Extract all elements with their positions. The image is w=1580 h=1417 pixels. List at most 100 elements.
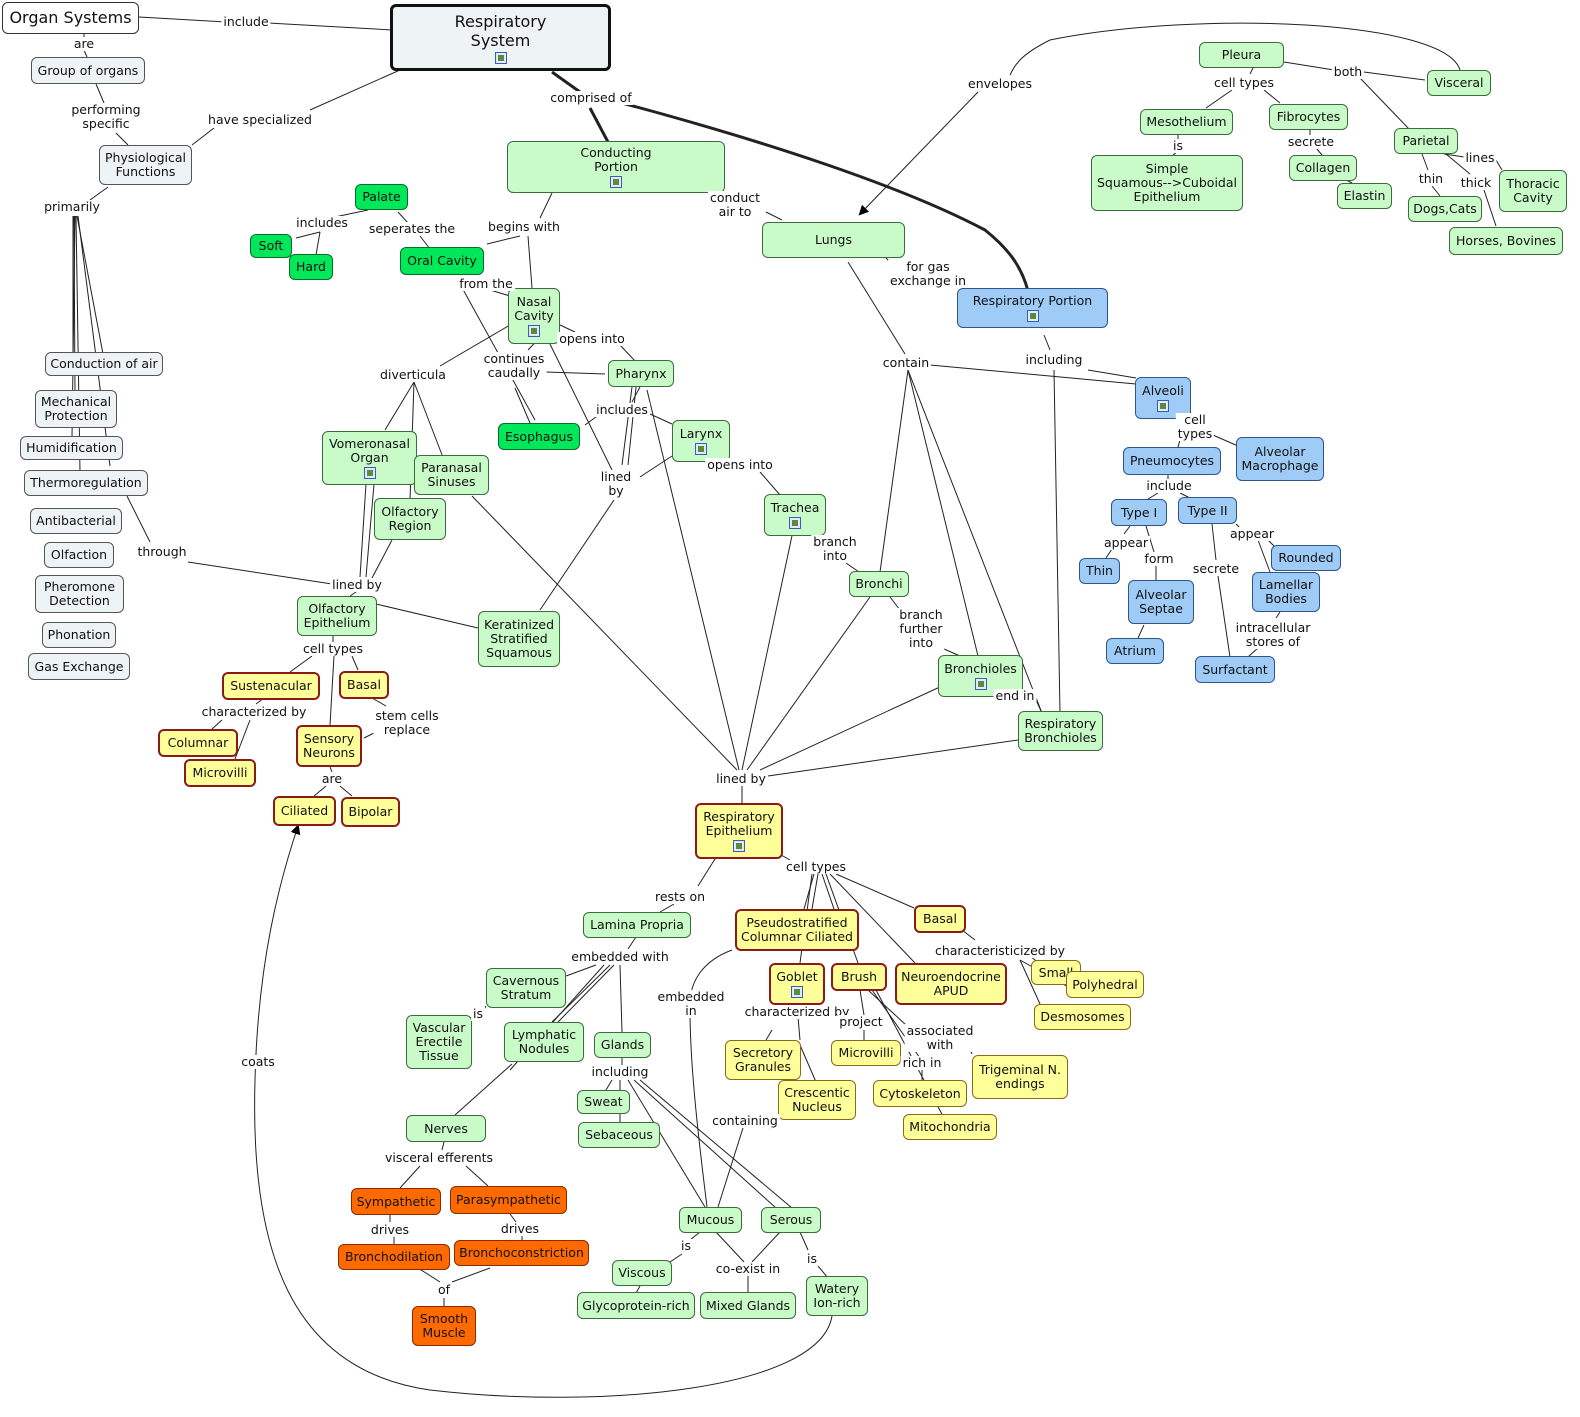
- node-sebaceous[interactable]: Sebaceous: [578, 1122, 660, 1148]
- node-antibac[interactable]: Antibacterial: [30, 508, 122, 534]
- node-brush[interactable]: Brush: [831, 963, 887, 991]
- node-pneumocytes[interactable]: Pneumocytes: [1123, 447, 1221, 475]
- node-pseudo[interactable]: Pseudostratified Columnar Ciliated: [735, 909, 859, 951]
- node-sensory[interactable]: Sensory Neurons: [296, 725, 362, 767]
- node-microvilli-brush[interactable]: Microvilli: [831, 1040, 901, 1066]
- node-conduction-air[interactable]: Conduction of air: [45, 352, 163, 376]
- node-pharynx[interactable]: Pharynx: [608, 360, 674, 387]
- node-pheromone[interactable]: Pheromone Detection: [35, 575, 124, 613]
- node-olf-region[interactable]: Olfactory Region: [374, 498, 446, 540]
- image-resource-icon[interactable]: [528, 325, 540, 337]
- image-resource-icon[interactable]: [1157, 400, 1169, 412]
- node-esophagus[interactable]: Esophagus: [498, 423, 580, 450]
- node-bronchodilation[interactable]: Bronchodilation: [338, 1244, 450, 1270]
- node-hard[interactable]: Hard: [289, 254, 333, 280]
- node-lamina[interactable]: Lamina Propria: [583, 912, 691, 938]
- node-lungs[interactable]: Lungs: [762, 222, 905, 258]
- node-mech-prot[interactable]: Mechanical Protection: [35, 390, 117, 428]
- node-lamellar[interactable]: Lamellar Bodies: [1252, 572, 1320, 612]
- node-bipolar[interactable]: Bipolar: [341, 797, 400, 827]
- node-resp-system[interactable]: Respiratory System: [390, 4, 611, 71]
- node-thermo[interactable]: Thermoregulation: [24, 470, 148, 496]
- node-pleura[interactable]: Pleura: [1199, 42, 1284, 68]
- node-mucous[interactable]: Mucous: [679, 1207, 742, 1233]
- node-basal-olf[interactable]: Basal: [339, 671, 389, 699]
- node-collagen[interactable]: Collagen: [1289, 155, 1357, 181]
- node-columnar[interactable]: Columnar: [158, 729, 238, 757]
- node-mixed-glands[interactable]: Mixed Glands: [700, 1292, 796, 1319]
- image-resource-icon[interactable]: [974, 678, 987, 690]
- node-olf-epith[interactable]: Olfactory Epithelium: [297, 596, 377, 636]
- node-trigeminal[interactable]: Trigeminal N. endings: [972, 1055, 1068, 1099]
- node-mesothelium[interactable]: Mesothelium: [1140, 109, 1233, 135]
- node-kerat[interactable]: Keratinized Stratified Squamous: [478, 611, 560, 667]
- node-elastin[interactable]: Elastin: [1337, 183, 1392, 209]
- node-bronchoconstriction[interactable]: Bronchoconstriction: [454, 1240, 589, 1266]
- node-sympathetic[interactable]: Sympathetic: [351, 1188, 441, 1215]
- node-resp-portion[interactable]: Respiratory Portion: [957, 288, 1108, 328]
- image-resource-icon[interactable]: [363, 467, 376, 479]
- node-organ-systems[interactable]: Organ Systems: [2, 2, 139, 34]
- node-parasympathetic[interactable]: Parasympathetic: [450, 1186, 567, 1214]
- node-goblet[interactable]: Goblet: [769, 963, 825, 1005]
- node-watery[interactable]: Watery Ion-rich: [806, 1276, 868, 1316]
- node-sustenacular[interactable]: Sustenacular: [222, 672, 320, 700]
- node-glycoprotein[interactable]: Glycoprotein-rich: [577, 1292, 695, 1319]
- node-phonation[interactable]: Phonation: [42, 622, 116, 648]
- node-horses[interactable]: Horses, Bovines: [1449, 227, 1563, 255]
- node-resp-bronchioles[interactable]: Respiratory Bronchioles: [1018, 711, 1103, 751]
- node-nerves[interactable]: Nerves: [406, 1115, 486, 1142]
- node-gas-exchange[interactable]: Gas Exchange: [28, 653, 130, 680]
- image-resource-icon[interactable]: [789, 517, 801, 529]
- node-type1[interactable]: Type I: [1111, 499, 1167, 526]
- node-conducting-portion[interactable]: Conducting Portion: [507, 141, 725, 193]
- image-resource-icon[interactable]: [494, 51, 507, 64]
- node-trachea[interactable]: Trachea: [764, 494, 826, 536]
- node-crescentic[interactable]: Crescentic Nucleus: [778, 1080, 856, 1120]
- node-vomeronasal[interactable]: Vomeronasal Organ: [322, 431, 417, 485]
- node-oral-cavity[interactable]: Oral Cavity: [400, 247, 484, 275]
- node-rounded[interactable]: Rounded: [1271, 545, 1341, 571]
- node-cavernous[interactable]: Cavernous Stratum: [486, 968, 566, 1008]
- node-secretory[interactable]: Secretory Granules: [725, 1040, 801, 1080]
- node-microvilli-olf[interactable]: Microvilli: [184, 759, 256, 787]
- node-mitochondria[interactable]: Mitochondria: [903, 1114, 997, 1140]
- node-alv-septae[interactable]: Alveolar Septae: [1128, 580, 1194, 624]
- node-group-organs[interactable]: Group of organs: [31, 57, 145, 84]
- node-larynx[interactable]: Larynx: [672, 420, 730, 462]
- node-alveoli[interactable]: Alveoli: [1135, 377, 1191, 419]
- node-thin[interactable]: Thin: [1079, 558, 1120, 584]
- node-visceral[interactable]: Visceral: [1427, 70, 1491, 96]
- node-basal-resp[interactable]: Basal: [914, 905, 966, 933]
- node-soft[interactable]: Soft: [250, 234, 292, 258]
- node-phys-func[interactable]: Physiological Functions: [99, 145, 192, 185]
- node-bronchioles[interactable]: Bronchioles: [938, 655, 1023, 697]
- node-alv-macro[interactable]: Alveolar Macrophage: [1236, 437, 1324, 481]
- image-resource-icon[interactable]: [791, 986, 803, 998]
- node-humid[interactable]: Humidification: [20, 436, 123, 460]
- node-paranasal[interactable]: Paranasal Sinuses: [414, 455, 489, 495]
- node-vascular[interactable]: Vascular Erectile Tissue: [406, 1015, 472, 1069]
- node-polyhedral[interactable]: Polyhedral: [1066, 971, 1144, 998]
- node-cytoskeleton[interactable]: Cytoskeleton: [873, 1080, 967, 1107]
- image-resource-icon[interactable]: [695, 443, 707, 455]
- node-atrium[interactable]: Atrium: [1106, 638, 1164, 664]
- node-ciliated[interactable]: Ciliated: [273, 796, 336, 826]
- node-neuro[interactable]: Neuroendocrine APUD: [895, 963, 1007, 1005]
- node-parietal[interactable]: Parietal: [1394, 128, 1458, 154]
- node-sweat[interactable]: Sweat: [577, 1090, 630, 1114]
- node-thoracic[interactable]: Thoracic Cavity: [1499, 170, 1567, 212]
- node-nasal-cavity[interactable]: Nasal Cavity: [508, 288, 560, 344]
- node-type2[interactable]: Type II: [1178, 497, 1237, 524]
- node-surfactant[interactable]: Surfactant: [1195, 656, 1275, 683]
- node-resp-epith[interactable]: Respiratory Epithelium: [695, 803, 783, 859]
- node-simple-squamous[interactable]: Simple Squamous-->Cuboidal Epithelium: [1091, 155, 1243, 211]
- image-resource-icon[interactable]: [610, 176, 622, 188]
- node-bronchi[interactable]: Bronchi: [849, 571, 909, 597]
- node-olfaction[interactable]: Olfaction: [44, 542, 114, 568]
- node-lymphatic[interactable]: Lymphatic Nodules: [504, 1022, 584, 1062]
- image-resource-icon[interactable]: [1026, 310, 1039, 322]
- node-fibrocytes[interactable]: Fibrocytes: [1269, 104, 1348, 130]
- image-resource-icon[interactable]: [733, 840, 745, 852]
- node-dogs-cats[interactable]: Dogs,Cats: [1408, 196, 1482, 222]
